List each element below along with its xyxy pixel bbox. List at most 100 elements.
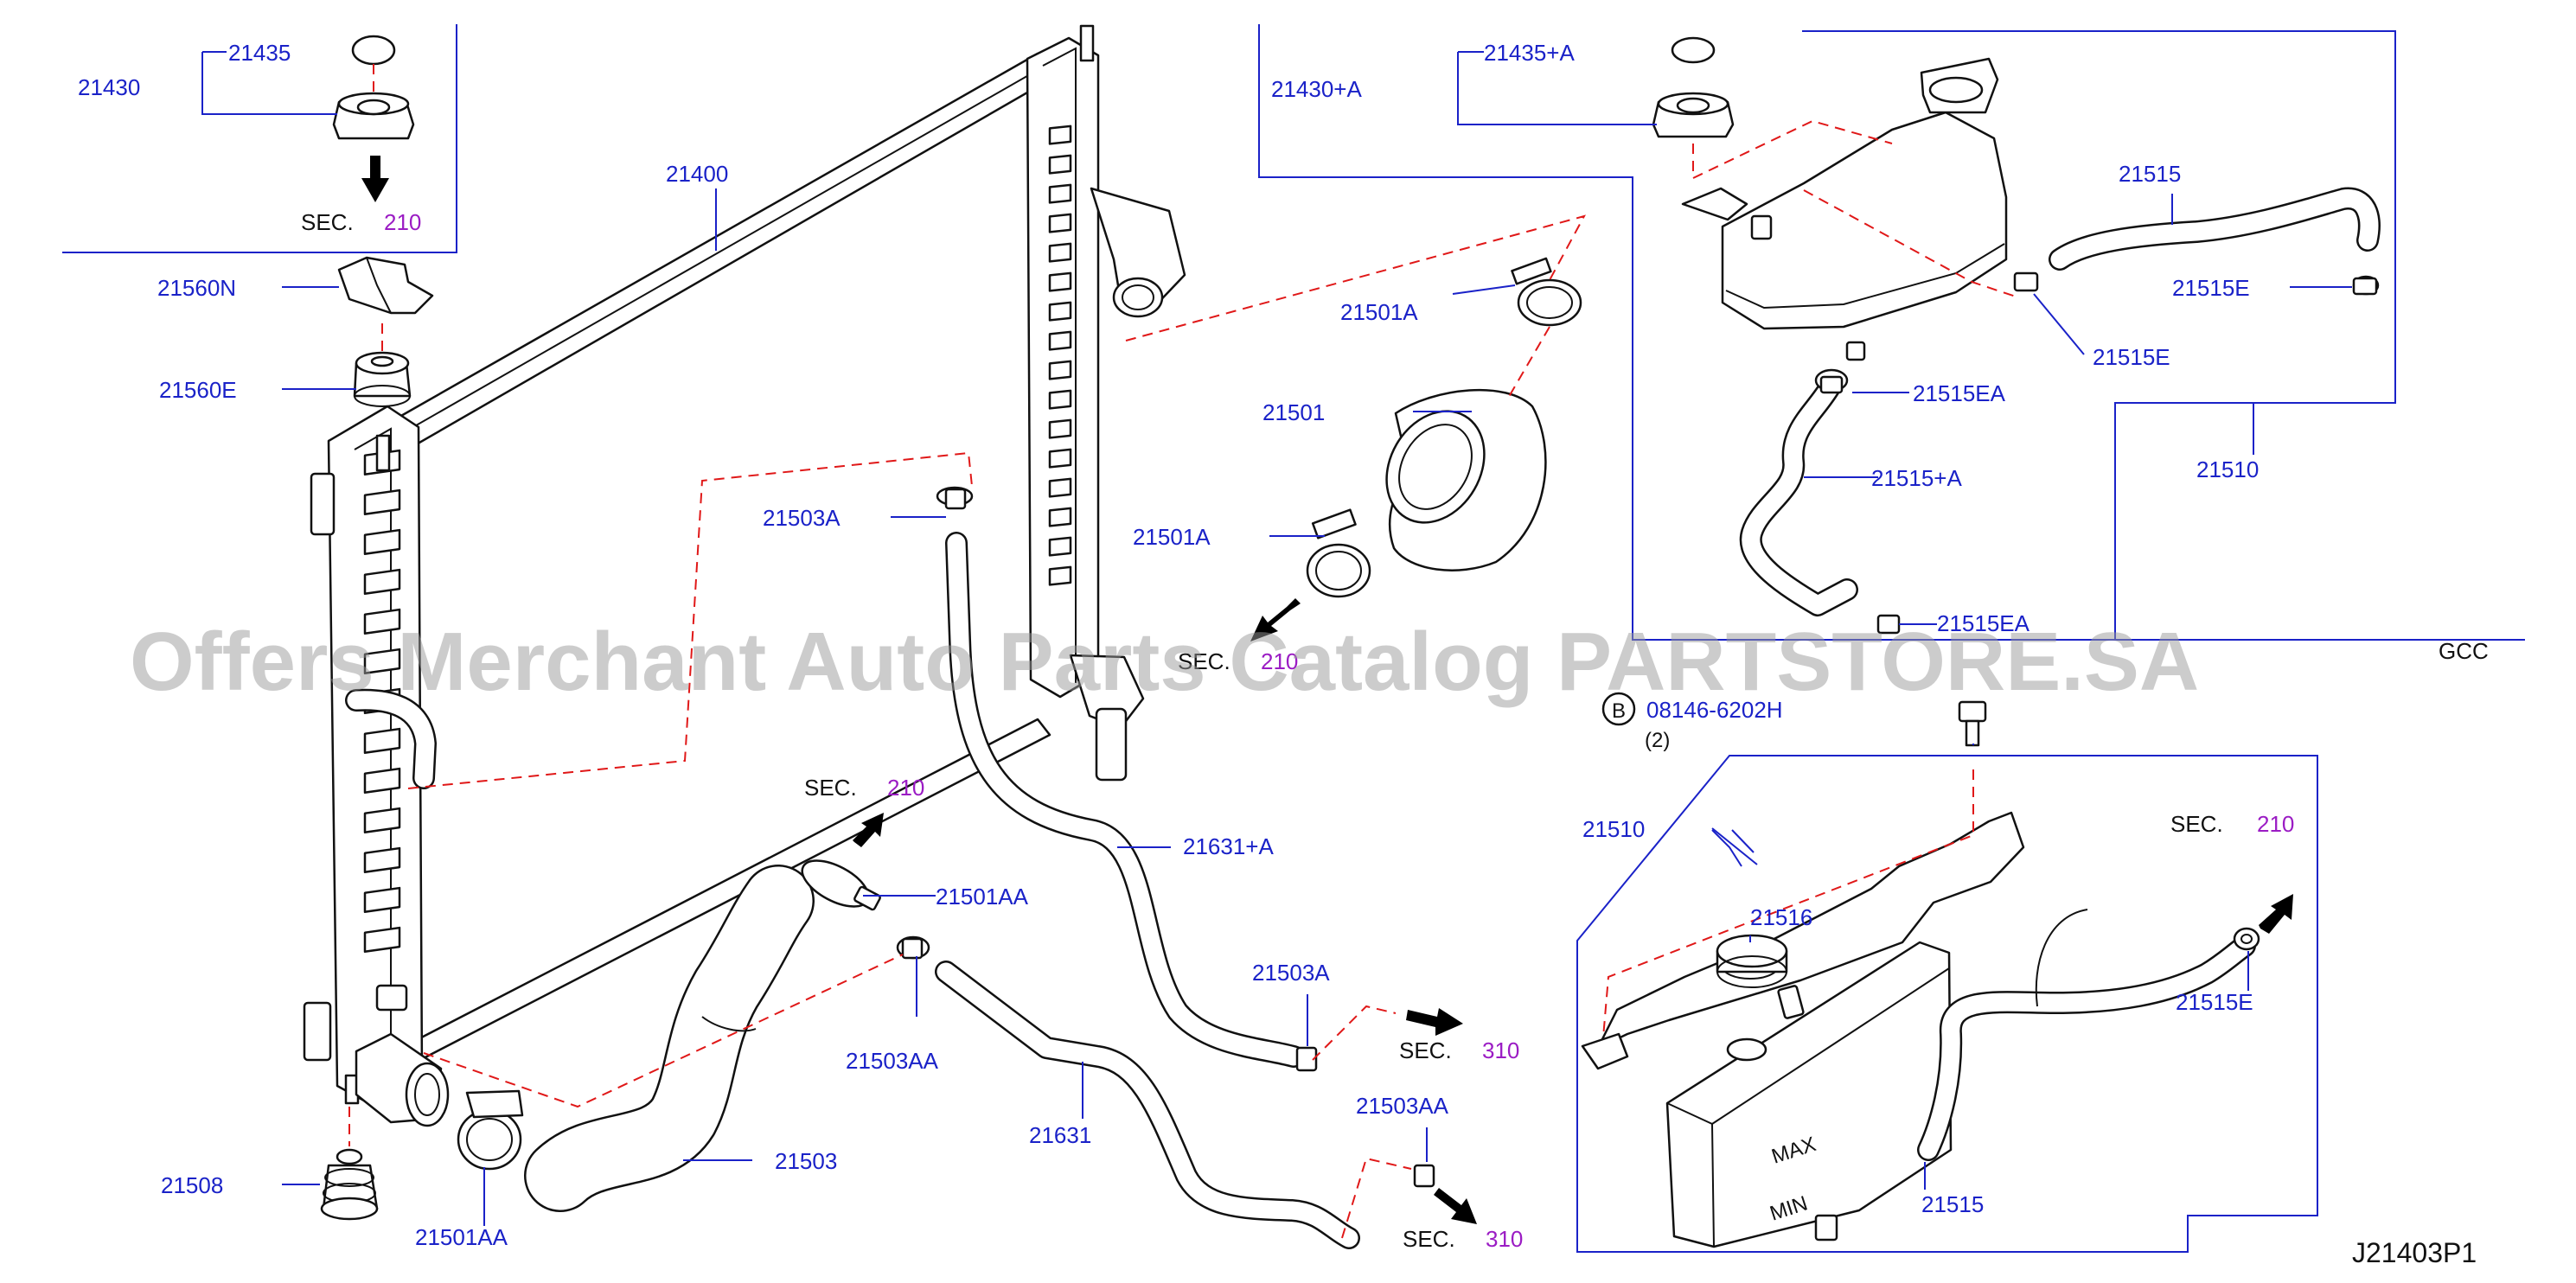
cap-21516 — [1716, 934, 1788, 988]
sec-number: 310 — [1486, 1226, 1523, 1252]
label-21430A: 21430+A — [1271, 76, 1362, 102]
clip-21515E-1 — [2013, 271, 2039, 292]
clip-21515E-3 — [2233, 927, 2260, 951]
sec-label: SEC. — [804, 775, 857, 801]
lower-right-outlet-neck — [1069, 654, 1145, 782]
tank-slot — [1048, 242, 1072, 263]
tank-slot — [1048, 213, 1072, 233]
label-21503A-right: 21503A — [1252, 960, 1330, 986]
clamp-21503A-right — [1295, 1046, 1318, 1072]
radiator-cap — [332, 35, 415, 140]
tank-slot — [363, 488, 401, 515]
label-21501AA-bottom: 21501AA — [415, 1224, 508, 1250]
label-21515A: 21515+A — [1871, 465, 1962, 491]
lower-hose-21503 — [524, 865, 815, 1212]
tank-slot — [363, 767, 401, 794]
tank-slot — [1048, 418, 1072, 439]
reservoir-cap-21430A — [1652, 36, 1735, 138]
bolt-number: 08146-6202H — [1646, 697, 1783, 723]
clamp-21503AA-mid — [896, 935, 930, 960]
bolt-quantity: (2) — [1645, 729, 1670, 752]
label-21503AA-mid: 21503AA — [846, 1048, 939, 1074]
label-21515-bottom: 21515 — [1921, 1191, 1984, 1217]
radiator-core — [303, 24, 1100, 1107]
dashed-guide-lines — [348, 64, 2019, 1239]
clamp-21503A-top — [936, 486, 974, 510]
tank-slot — [1048, 507, 1072, 527]
sec-label: SEC. — [2170, 811, 2223, 837]
label-21515EA-2: 21515EA — [1937, 610, 2030, 636]
sec-ref-2: SEC. 210 — [1178, 648, 1298, 674]
cap-arrow-down — [361, 156, 389, 202]
label-21515E-1: 21515E — [2172, 275, 2250, 301]
label-21435A: 21435+A — [1484, 40, 1575, 66]
label-21515EA-1: 21515EA — [1913, 380, 2006, 406]
sec-ref-6: SEC. 210 — [2170, 811, 2294, 837]
grommet-21508 — [320, 1148, 379, 1221]
tank-slot — [363, 528, 401, 555]
mount-21560N — [337, 256, 434, 315]
sec-label: SEC. — [1399, 1037, 1452, 1063]
tank-slot — [1048, 271, 1072, 292]
tank-slot — [363, 807, 401, 833]
left-side-hose — [345, 688, 437, 789]
tank-slot — [363, 886, 401, 913]
tank-slot — [363, 727, 401, 754]
bolt-08146 — [1601, 692, 1987, 747]
sec-number: 210 — [384, 209, 421, 235]
tank-slot — [363, 568, 401, 595]
sec-number: 210 — [2257, 811, 2294, 837]
lower-left-outlet — [355, 984, 450, 1127]
label-21510-bottom: 21510 — [1582, 816, 1645, 842]
clamp-21503AA-right — [1413, 1164, 1435, 1188]
label-21631: 21631 — [1029, 1122, 1091, 1148]
hose-21631A — [945, 532, 1305, 1068]
sec-ref-4: SEC. 310 — [1399, 1037, 1519, 1063]
grommet-21560E — [353, 351, 412, 407]
sec-ref-3: SEC. 210 — [804, 775, 924, 801]
watermark: Offers Merchant Auto Parts Catalog PARTS… — [130, 616, 2199, 708]
label-21515-top: 21515 — [2119, 161, 2181, 187]
label-21503: 21503 — [775, 1148, 837, 1174]
clip-21515EA-1 — [1814, 368, 1849, 394]
tank-slot — [1048, 477, 1072, 498]
reservoir-frame-lower — [1576, 755, 2318, 1253]
sec-number: 310 — [1482, 1037, 1519, 1063]
diagram-code: J21403P1 — [2352, 1237, 2477, 1268]
label-21508: 21508 — [161, 1172, 223, 1198]
sec-label: SEC. — [1403, 1226, 1455, 1252]
tank-slot — [1048, 301, 1072, 322]
reservoir-tank-upper — [1681, 57, 2008, 361]
cap-inset-frame-left — [62, 24, 457, 253]
tank-slot — [363, 648, 401, 674]
label-21560E: 21560E — [159, 377, 237, 403]
upper-hose-arrow — [1250, 598, 1301, 642]
tank-slot — [1048, 360, 1072, 380]
label-21515E-3: 21515E — [2176, 989, 2253, 1015]
upper-outlet-neck — [1090, 187, 1186, 318]
hose-21515-top — [2049, 187, 2381, 271]
clamp-21501AA-right — [801, 859, 881, 911]
tank-slot — [1048, 536, 1072, 557]
clamp-21501A-bottom — [1306, 508, 1371, 598]
sec-number: 210 — [887, 775, 924, 801]
hose-21631 — [935, 961, 1360, 1249]
label-21501A-top: 21501A — [1340, 299, 1418, 325]
sec-refs: SEC. 210 SEC. 210 SEC. 210 SEC. 310 SEC.… — [301, 209, 2294, 1252]
label-21503A-top: 21503A — [763, 505, 841, 531]
tank-slot — [1048, 330, 1072, 351]
label-21501A-bottom: 21501A — [1133, 524, 1211, 550]
part-labels: 21430 21435 21560N 21560E 21400 21503A 2… — [78, 40, 2259, 1250]
sec-ref-5: SEC. 310 — [1403, 1226, 1523, 1252]
bolt-callout: B 08146-6202H (2) — [1612, 697, 1783, 752]
arrow-sec-310-bottom — [1434, 1188, 1477, 1224]
tank-slot — [363, 846, 401, 873]
label-21430: 21430 — [78, 74, 140, 100]
sec-ref-1: SEC. 210 — [301, 209, 421, 235]
tank-slot — [1048, 448, 1072, 469]
label-21560N: 21560N — [157, 275, 236, 301]
tank-slot — [363, 608, 401, 635]
reservoir-frame-upper — [1258, 24, 2525, 641]
label-21510-top: 21510 — [2196, 456, 2259, 482]
tank-slot — [1048, 183, 1072, 204]
